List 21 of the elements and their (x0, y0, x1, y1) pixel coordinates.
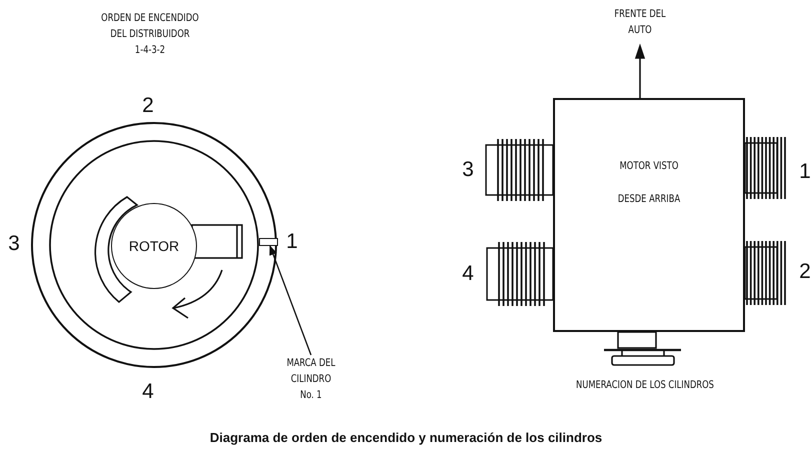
drawing-caption: NUMERACION DE LOS CILINDROS (575, 378, 715, 393)
callout-number: 2 (141, 94, 155, 118)
engine-label: DESDE ARRIBA (616, 192, 682, 207)
cylinder-1-terminal (259, 238, 278, 246)
distributor-cap (31, 122, 277, 368)
engine-block (553, 98, 745, 332)
callout-text: MARCA DEL CILINDRO No. 1 (286, 355, 336, 407)
figure-caption: Diagrama de orden de encendido y numeración de los cilindros (208, 430, 604, 445)
callout-number: 4 (461, 262, 475, 286)
firing-order: 1-4-3-2 (134, 43, 166, 58)
diagram-heading: ORDEN DE ENCENDIDO DEL DISTRIBUIDOR (100, 11, 200, 42)
callout-number: 3 (7, 232, 21, 256)
direction-label: FRENTE DEL AUTO (614, 7, 666, 38)
leader-line (269, 245, 312, 356)
callout-number: 1 (285, 230, 299, 254)
callout-number: 2 (798, 260, 812, 284)
callout-number: 4 (141, 380, 155, 404)
callout-number: 1 (798, 160, 812, 184)
engine-label: MOTOR VISTO (618, 159, 680, 174)
rotor-circle: ROTOR (111, 203, 197, 289)
callout-number: 3 (461, 158, 475, 182)
